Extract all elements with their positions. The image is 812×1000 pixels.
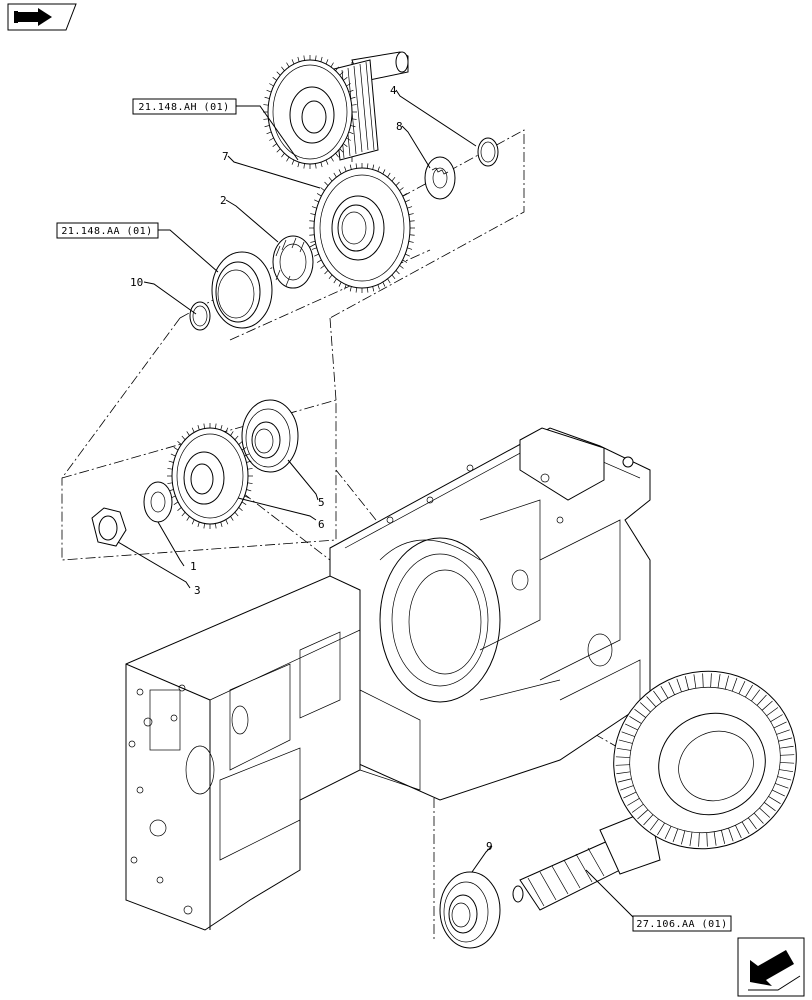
part-8-lock-washer [424, 156, 456, 200]
part-7-gear [309, 163, 415, 293]
callout-numbers: 1 2 3 4 5 6 7 8 9 10 [130, 84, 493, 853]
transmission-housing [125, 427, 651, 931]
crown-wheel-pinion [512, 670, 797, 911]
part-4-circlip [477, 137, 499, 167]
ref-box-21148aa[interactable]: 21.148.AA (01) [56, 222, 159, 239]
part-1-lock-washer [143, 481, 173, 523]
callout-9: 9 [486, 840, 493, 853]
part-3-hex-nut [91, 507, 127, 547]
leader-lines [117, 89, 644, 927]
part-6-gear [167, 423, 253, 529]
callout-7: 7 [222, 150, 229, 163]
output-shaft-gear [263, 51, 409, 169]
callout-4: 4 [390, 84, 397, 97]
callout-10: 10 [130, 276, 143, 289]
ref-box-21148ah[interactable]: 21.148.AH (01) [132, 98, 237, 115]
next-page-button[interactable] [737, 937, 805, 997]
part-2-needle-bearing [272, 235, 314, 289]
next-page-arrow-icon [748, 950, 801, 991]
part-9-bearing [439, 871, 501, 949]
callout-8: 8 [396, 120, 403, 133]
callout-5: 5 [318, 496, 325, 509]
callout-6: 6 [318, 518, 325, 531]
ref-box-27106aa[interactable]: 27.106.AA (01) [632, 915, 732, 932]
ref-label: 27.106.AA (01) [636, 919, 727, 930]
part-5-ball-bearing [241, 399, 299, 473]
callout-3: 3 [194, 584, 201, 597]
prev-page-button[interactable] [7, 3, 77, 31]
part-10-snap-ring [189, 301, 211, 331]
synchro-ring [211, 251, 273, 329]
callout-1: 1 [190, 560, 197, 573]
book-arrow-icon [14, 8, 52, 26]
ref-label: 21.148.AA (01) [61, 226, 152, 237]
callout-2: 2 [220, 194, 227, 207]
ref-label: 21.148.AH (01) [138, 102, 229, 113]
